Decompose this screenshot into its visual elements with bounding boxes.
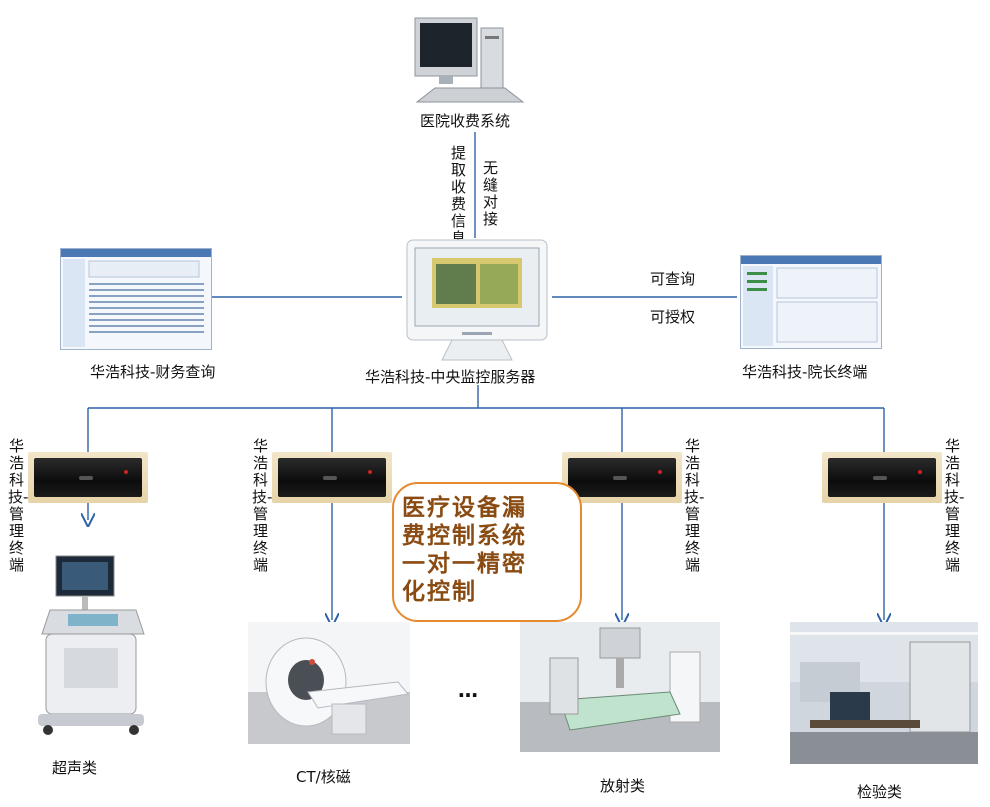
billing-pc-icon <box>405 10 535 105</box>
radiology-room-image <box>520 622 720 752</box>
dean-terminal-label: 华浩科技-院长终端 <box>742 363 868 381</box>
terminal-3-label: 华浩科技-管理终端 <box>684 437 705 574</box>
ct-mri-label: CT/核磁 <box>296 768 351 786</box>
highlight-line-3: 一对一精密 <box>402 550 527 577</box>
ultrasound-machine-image <box>28 552 153 737</box>
seamless-label: 无缝对接 <box>482 159 498 228</box>
highlight-line-2: 费控制系统 <box>402 522 527 549</box>
can-query-label: 可查询 <box>650 270 696 288</box>
dean-screen-icon <box>740 255 882 349</box>
terminal-2-label: 华浩科技-管理终端 <box>252 437 273 574</box>
management-terminal-1 <box>28 452 148 503</box>
lab-room-image <box>790 622 978 764</box>
terminal-4-label: 华浩科技-管理终端 <box>944 437 965 574</box>
highlight-line-1: 医疗设备漏 <box>402 494 527 521</box>
radiology-label: 放射类 <box>600 777 646 795</box>
central-server-icon <box>402 238 552 363</box>
ultrasound-label: 超声类 <box>52 759 98 777</box>
finance-screen-icon <box>60 248 212 350</box>
billing-system-label: 医院收费系统 <box>420 112 511 130</box>
finance-query-label: 华浩科技-财务查询 <box>90 363 216 381</box>
management-terminal-2 <box>272 452 392 503</box>
central-server-label: 华浩科技-中央监控服务器 <box>365 368 536 386</box>
terminal-1-label: 华浩科技-管理终端 <box>8 437 29 574</box>
ellipsis-label: … <box>458 678 478 702</box>
management-terminal-4 <box>822 452 942 503</box>
can-authorize-label: 可授权 <box>650 308 696 326</box>
lab-label: 检验类 <box>857 783 903 801</box>
highlight-line-4: 化控制 <box>402 578 477 605</box>
management-terminal-3 <box>562 452 682 503</box>
extract-info-label: 提取收费信息 <box>450 144 466 247</box>
system-highlight-box: 医疗设备漏 费控制系统 一对一精密 化控制 <box>392 482 582 622</box>
ct-scanner-image <box>248 622 410 744</box>
